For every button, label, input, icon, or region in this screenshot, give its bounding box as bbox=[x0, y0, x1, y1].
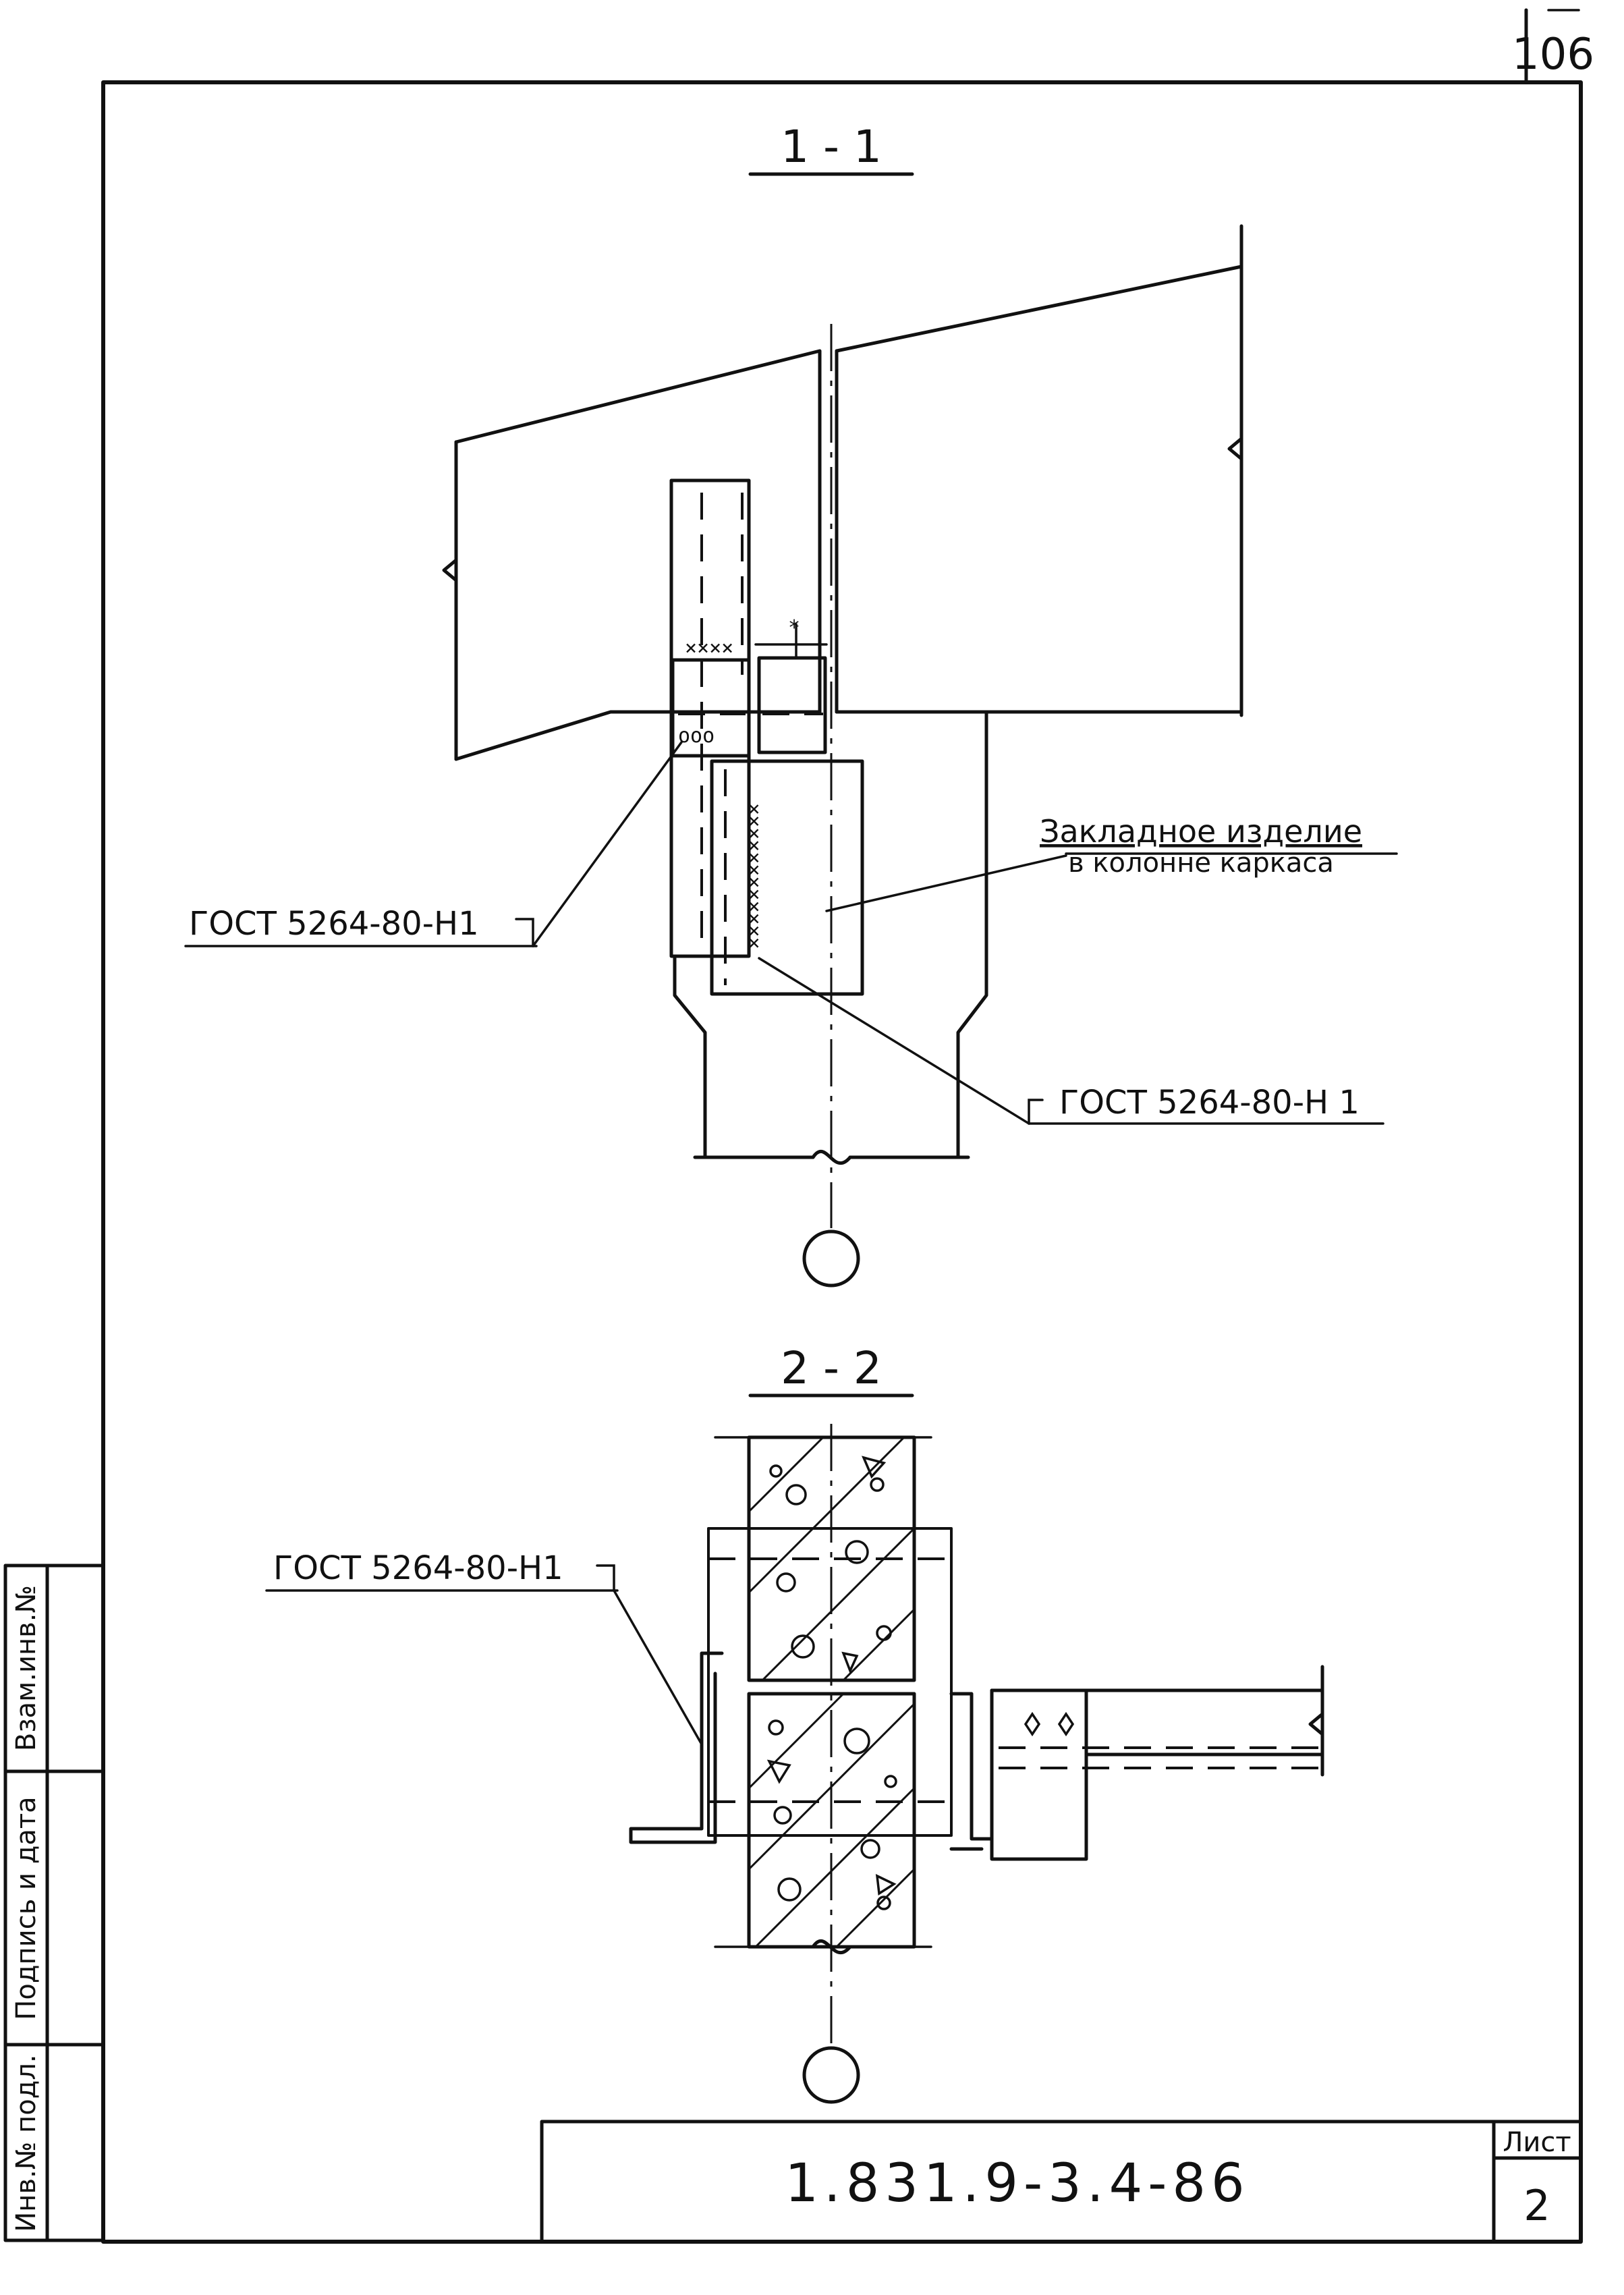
sheet-label: Лист bbox=[1503, 2127, 1571, 2158]
section-2-2: 2 - 2 bbox=[265, 1342, 1324, 2104]
svg-text:ooo: ooo bbox=[678, 724, 715, 748]
side-stamp-field-2: Подпись и дата bbox=[11, 1796, 42, 2020]
side-stamp-field-1: Взам.инв.№ bbox=[11, 1585, 42, 1751]
annotation-weld-left: ГОСТ 5264-80-Н1 bbox=[184, 741, 683, 947]
weld-standard-2: ГОСТ 5264-80-Н1 bbox=[273, 1549, 563, 1587]
title-block: 1.831.9-3.4-86 Лист 2 bbox=[540, 2120, 1583, 2244]
section-1-1: 1 - 1 ×××× ooo ×× bbox=[184, 121, 1398, 1288]
svg-text:××××: ×××× bbox=[685, 636, 733, 660]
annotation-embedded-part: Закладное изделие в колонне каркаса bbox=[825, 813, 1398, 912]
annotation-weld-2: ГОСТ 5264-80-Н1 bbox=[265, 1549, 703, 1746]
annotation-weld-right: ГОСТ 5264-80-Н 1 bbox=[758, 957, 1384, 1125]
document-code: 1.831.9-3.4-86 bbox=[785, 2153, 1250, 2214]
sheet-frame: 106 bbox=[101, 8, 1594, 2244]
side-stamp: Взам.инв.№ Подпись и дата Инв.№ подл. bbox=[3, 1564, 105, 2242]
section-1-title: 1 - 1 bbox=[781, 121, 882, 173]
embedded-part-line-2: в колонне каркаса bbox=[1068, 848, 1334, 879]
page-number: 106 bbox=[1512, 30, 1594, 80]
sheet-number: 2 bbox=[1523, 2181, 1550, 2230]
svg-text:*: * bbox=[788, 616, 800, 640]
weld-standard-left-1: ГОСТ 5264-80-Н1 bbox=[189, 905, 479, 943]
embedded-part-line-1: Закладное изделие bbox=[1040, 813, 1362, 850]
weld-standard-right-1: ГОСТ 5264-80-Н 1 bbox=[1059, 1084, 1360, 1122]
side-stamp-field-3: Инв.№ подл. bbox=[11, 2054, 42, 2232]
svg-text:××××××××××××: ×××××××××××× bbox=[742, 803, 766, 949]
section-2-title: 2 - 2 bbox=[781, 1342, 882, 1394]
